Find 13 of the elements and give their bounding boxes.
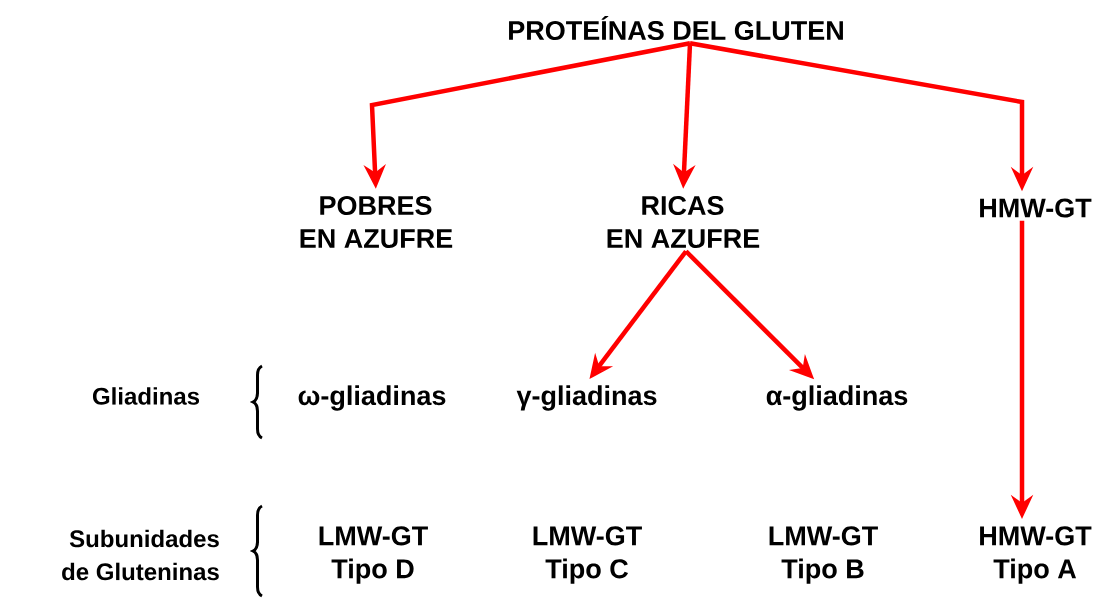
node-text: γ-gliadinas xyxy=(516,385,657,411)
node-text: HMW-GT xyxy=(980,198,1092,218)
node-text: PROTEÍNAS DEL GLUTEN xyxy=(509,15,843,41)
node-text: LMW-GT Tipo C xyxy=(533,526,642,584)
row-label: Gliadinas xyxy=(92,387,200,405)
node-text: ω-gliadinas xyxy=(298,385,446,411)
node-text: RICAS EN AZUFRE xyxy=(607,195,760,249)
node-text: LMW-GT Tipo D xyxy=(319,526,428,584)
node-text: HMW-GT Tipo A xyxy=(980,526,1092,584)
node-text: α-gliadinas xyxy=(766,385,908,411)
row-label: Subunidades de Gluteninas xyxy=(62,529,219,581)
node-text: POBRES EN AZUFRE xyxy=(300,195,453,249)
node-text: LMW-GT Tipo B xyxy=(769,526,878,584)
